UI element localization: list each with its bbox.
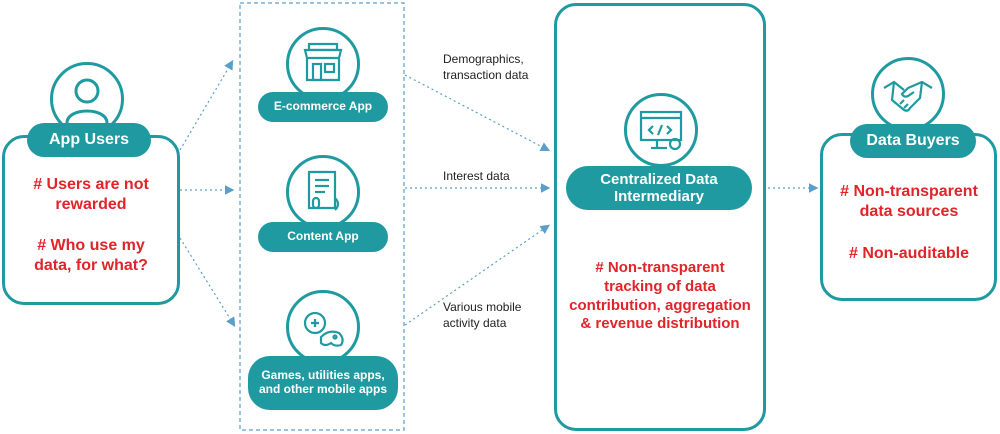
- intermediary-card: [554, 3, 766, 431]
- apps-dashed-box: [239, 2, 405, 431]
- code-monitor-icon: [624, 93, 698, 167]
- store-icon: [286, 27, 360, 101]
- arrow-games-to-intermediary: [404, 224, 550, 326]
- flow-label-mobile: Various mobile activity data: [443, 300, 522, 330]
- arrow-users-to-games: [179, 237, 236, 328]
- app-users-card: [2, 135, 180, 305]
- intermediary-issue: # Non-transparent tracking of data contr…: [569, 259, 751, 333]
- handshake-icon: [871, 57, 945, 131]
- games-apps-label: Games, utilities apps, and other mobile …: [248, 356, 398, 410]
- data-buyers-card: [820, 133, 997, 301]
- arrow-ecommerce-to-intermediary: [404, 74, 551, 152]
- content-app-label: Content App: [258, 222, 388, 252]
- content-icon: [286, 155, 360, 229]
- data-buyers-title: Data Buyers: [850, 124, 976, 158]
- flow-label-demographics: Demographics, transaction data: [443, 52, 529, 82]
- buyers-issue-auditable: # Non-auditable: [848, 245, 969, 262]
- app-users-title: App Users: [27, 123, 151, 157]
- ecommerce-app-label: E-commerce App: [258, 92, 388, 122]
- arrow-users-to-ecommerce: [179, 59, 234, 151]
- users-issue-data-use: # Who use my data, for what?: [34, 237, 148, 274]
- gamepad-icon: [286, 290, 360, 364]
- flow-label-interest: Interest data: [443, 169, 510, 183]
- intermediary-title: Centralized Data Intermediary: [566, 166, 752, 210]
- buyers-issue-sources: # Non-transparent data sources: [840, 183, 978, 220]
- users-issue-rewarded: # Users are not rewarded: [33, 176, 149, 213]
